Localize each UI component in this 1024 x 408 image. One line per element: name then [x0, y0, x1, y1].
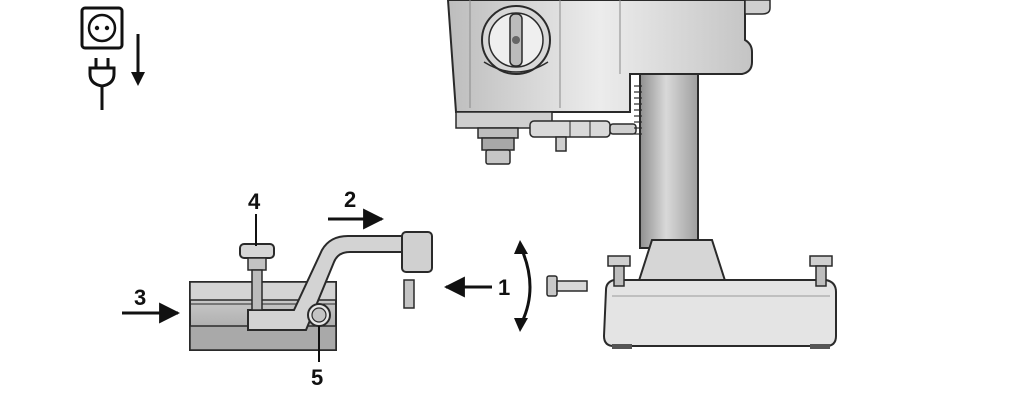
callout-5: 5 [311, 326, 323, 390]
locking-pin [307, 303, 331, 327]
clamp-screw [546, 275, 588, 297]
callout-4-label: 4 [248, 189, 261, 214]
drill-head [446, 0, 771, 165]
clamp-collar-assembly [189, 231, 433, 351]
stand-column [634, 73, 699, 249]
feed-lever [529, 120, 637, 152]
rotate-arrow [514, 240, 532, 332]
callout-2: 2 [328, 187, 385, 230]
callout-1: 1 [443, 275, 510, 300]
callout-3-label: 3 [134, 285, 146, 310]
unplug-from-socket-icon [80, 6, 145, 110]
callout-1-label: 1 [498, 275, 510, 300]
clamp-knob [239, 243, 275, 311]
speed-dial-knob [481, 5, 551, 75]
callout-5-label: 5 [311, 365, 323, 390]
callout-3: 3 [122, 285, 181, 324]
callout-2-label: 2 [344, 187, 356, 212]
chuck [477, 127, 519, 165]
callout-4: 4 [248, 189, 261, 246]
base-bolt-left [607, 255, 631, 287]
base-bolt-right [809, 255, 833, 287]
stand-base [602, 239, 837, 349]
